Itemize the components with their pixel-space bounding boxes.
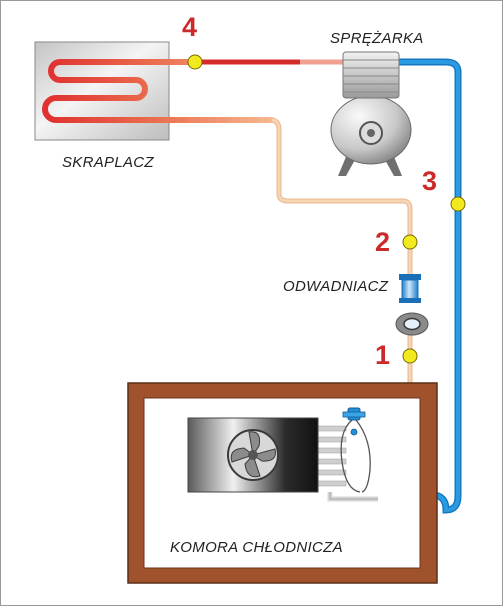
point-2-marker: [402, 234, 418, 250]
chamber-label: KOMORA CHŁODNICZA: [170, 539, 343, 556]
condenser-coil: [42, 59, 275, 123]
point-3-number: 3: [422, 166, 438, 196]
point-4-number: 4: [182, 12, 198, 42]
point-2-number: 2: [375, 227, 391, 257]
expansion-valve: [340, 407, 371, 493]
filter-dryer: [399, 274, 421, 303]
point-1-number: 1: [375, 340, 391, 370]
evaporator: [187, 417, 378, 502]
condenser-label: SKRAPLACZ: [62, 154, 154, 171]
suction-line: [378, 60, 460, 513]
point-4-marker: [187, 54, 203, 70]
compressor-label: SPRĘŻARKA: [330, 30, 424, 47]
point-1-marker: [402, 348, 418, 364]
point-3-marker: [450, 196, 466, 212]
liquid-line-upper: [271, 118, 412, 278]
compressor: [330, 51, 412, 176]
condenser-body: [34, 41, 170, 141]
dryer-label: ODWADNIACZ: [283, 278, 389, 295]
sight-glass: [395, 312, 429, 336]
